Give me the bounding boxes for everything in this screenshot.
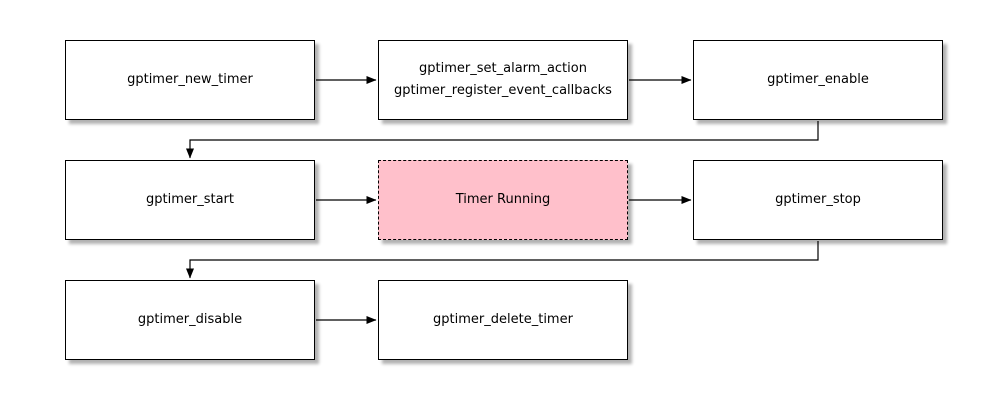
node-label: gptimer_stop <box>775 192 861 207</box>
node-label-line-2: gptimer_register_event_callbacks <box>394 83 612 98</box>
node-gptimer-new-timer: gptimer_new_timer <box>65 40 315 120</box>
node-label: gptimer_start <box>146 192 234 207</box>
node-timer-running: Timer Running <box>378 160 628 240</box>
node-label: gptimer_delete_timer <box>433 312 573 327</box>
node-gptimer-delete-timer: gptimer_delete_timer <box>378 280 628 360</box>
node-gptimer-stop: gptimer_stop <box>693 160 943 240</box>
node-gptimer-enable: gptimer_enable <box>693 40 943 120</box>
node-label: gptimer_new_timer <box>127 72 253 87</box>
node-config-alarm-callbacks: gptimer_set_alarm_action gptimer_registe… <box>378 40 628 120</box>
node-label: Timer Running <box>455 192 551 207</box>
node-gptimer-disable: gptimer_disable <box>65 280 315 360</box>
node-label: gptimer_enable <box>767 72 869 87</box>
node-gptimer-start: gptimer_start <box>65 160 315 240</box>
edge-enable-to-start <box>186 121 819 159</box>
node-label: gptimer_disable <box>137 312 243 327</box>
edge-stop-to-disable <box>186 241 819 279</box>
node-label-line-1: gptimer_set_alarm_action <box>419 61 587 76</box>
